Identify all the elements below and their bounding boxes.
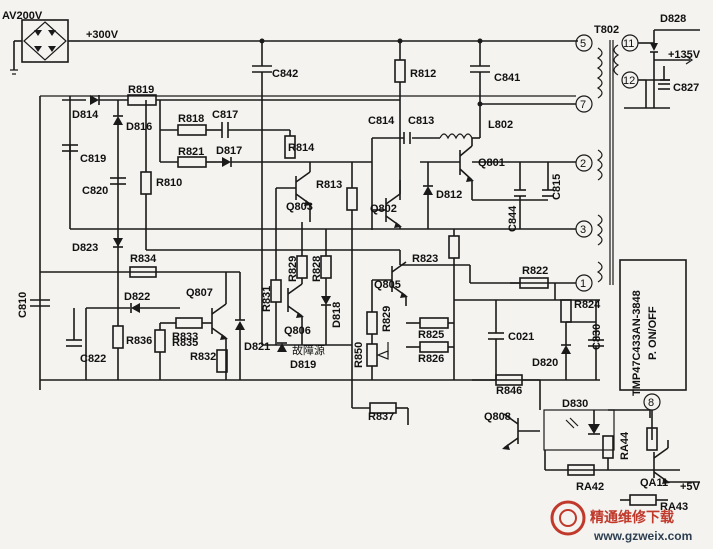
pin-3: 3 — [580, 224, 586, 236]
pin-1: 1 — [580, 278, 586, 290]
c815-label: C815 — [551, 174, 563, 200]
r824-label: R824 — [574, 299, 601, 311]
optocoupler-icon — [543, 409, 615, 451]
r829-mid-label: R829 — [287, 256, 299, 282]
pin-12: 12 — [623, 75, 635, 87]
c813-label: C813 — [408, 115, 434, 127]
r832-label: R832 — [190, 351, 216, 363]
q808-label: Q808 — [484, 411, 511, 423]
c830-label: C830 — [591, 324, 603, 350]
pin-8: 8 — [648, 397, 654, 409]
c822-label: C822 — [80, 353, 106, 365]
r821-label: R821 — [178, 146, 204, 158]
q801-label: Q801 — [478, 157, 505, 169]
r828-label: R828 — [311, 256, 323, 282]
c844-label: C844 — [507, 205, 519, 232]
d816-label: D816 — [126, 121, 152, 133]
r835-text: R835 — [172, 337, 198, 349]
v5-label: +5V — [680, 481, 701, 493]
r812-label: R812 — [410, 68, 436, 80]
qa11-label: QA11 — [640, 477, 668, 489]
power-onoff-label: P. ON/OFF — [647, 306, 659, 360]
d820-label: D820 — [532, 357, 558, 369]
q806-label: Q806 — [284, 325, 311, 337]
q807-label: Q807 — [186, 287, 213, 299]
r836-label: R836 — [126, 335, 152, 347]
c814-label: C814 — [368, 115, 395, 127]
bridge-rectifier-icon — [10, 19, 80, 75]
pin-11: 11 — [623, 38, 634, 50]
c820-label: C820 — [82, 185, 108, 197]
transistor-icon — [287, 283, 304, 318]
q803-label: Q803 — [286, 201, 313, 213]
t802-label: T802 — [594, 24, 619, 36]
d818-label: D818 — [331, 302, 343, 328]
r846-label: R846 — [496, 385, 522, 397]
d822-label: D822 — [124, 291, 150, 303]
r819-label: R819 — [128, 84, 154, 96]
c810-label: C810 — [17, 292, 29, 318]
r822-label: R822 — [522, 265, 548, 277]
d812-label: D812 — [436, 189, 462, 201]
r829-right-label: R829 — [381, 306, 393, 332]
pin-7: 7 — [580, 99, 586, 111]
c021-label: C021 — [508, 331, 534, 343]
transistor-icon — [211, 303, 228, 340]
l802-label: L802 — [488, 119, 513, 131]
r826-label: R826 — [418, 353, 444, 365]
c842-label: C842 — [272, 68, 298, 80]
watermark-url: www.gzweix.com — [593, 529, 692, 543]
ra44-label: RA44 — [619, 431, 631, 460]
ra42-label: RA42 — [576, 481, 604, 493]
q805-label: Q805 — [374, 279, 401, 291]
ic-box — [619, 259, 687, 391]
logo-icon — [550, 500, 586, 536]
c841-label: C841 — [494, 72, 520, 84]
ic-name-label: TMP47C433AN-3848 — [631, 290, 643, 396]
fault-source-label: 故障源 — [292, 343, 325, 357]
r834-label: R834 — [130, 253, 157, 265]
transistor-icon — [653, 447, 670, 484]
watermark-cn: 精通维修下载 — [590, 509, 674, 526]
r833-label: R833 — [172, 331, 198, 343]
r813-label: R813 — [316, 179, 342, 191]
c827-label: C827 — [673, 82, 699, 94]
r823-label: R823 — [412, 253, 438, 265]
r825-label: R825 — [418, 329, 444, 341]
r837-label: R837 — [368, 411, 394, 423]
transistor-icon — [372, 193, 402, 228]
transistor-icon — [459, 138, 474, 182]
c819-label: C819 — [80, 153, 106, 165]
q802-label: Q802 — [370, 203, 397, 215]
v135-label: +135V — [668, 49, 701, 61]
d830-label: D830 — [562, 398, 588, 410]
ra43-label: RA43 — [660, 501, 688, 513]
d823-label: D823 — [72, 242, 98, 254]
ac-input-label: AV200V — [2, 10, 43, 22]
d817-label: D817 — [216, 145, 242, 157]
c817-label: C817 — [212, 109, 238, 121]
r850-label: R850 — [353, 342, 365, 368]
v300-label: +300V — [86, 29, 119, 41]
r818-label: R818 — [178, 113, 204, 125]
r814-label: R814 — [288, 142, 315, 154]
pin-2: 2 — [580, 158, 586, 170]
d828-label: D828 — [660, 13, 686, 25]
pin-5: 5 — [580, 38, 586, 50]
d821-label: D821 — [244, 341, 270, 353]
d819-label: D819 — [290, 359, 316, 371]
r810-label: R810 — [156, 177, 182, 189]
r831-label: R831 — [261, 286, 273, 312]
d814-label: D814 — [72, 109, 99, 121]
